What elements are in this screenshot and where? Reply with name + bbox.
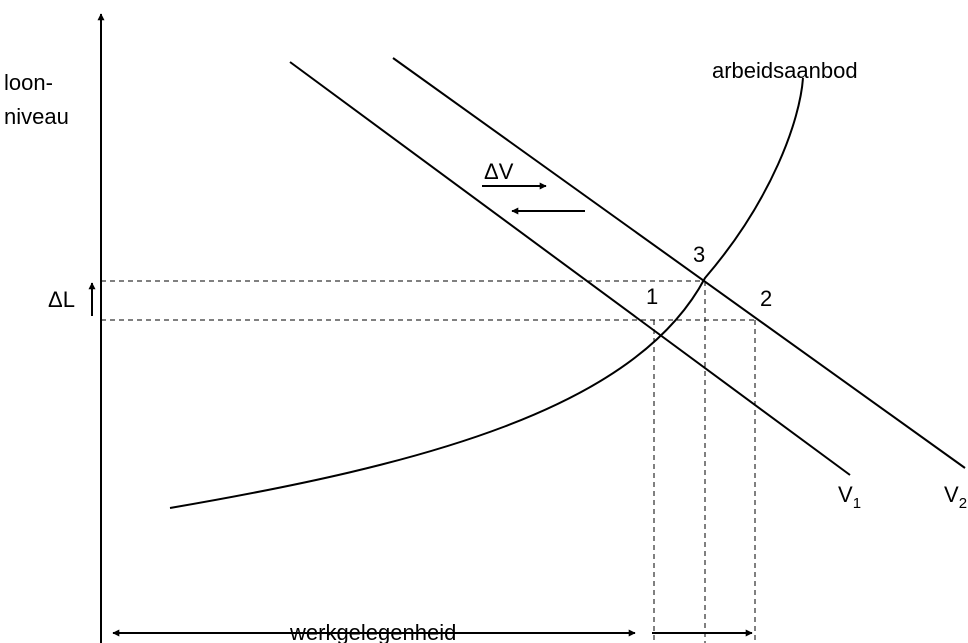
point-label-3: 3 — [693, 242, 705, 267]
y-axis-label-line2: niveau — [4, 104, 69, 129]
supply-curve — [169, 77, 804, 509]
demand-curve-v2-name: V — [944, 482, 959, 507]
y-axis-label-line1: loon- — [4, 70, 53, 95]
point-label-2: 2 — [760, 286, 772, 311]
x-axis-label: werkgelegenheid — [289, 620, 456, 643]
demand-curve-v2-label: V2 — [944, 482, 967, 512]
demand-curve-v2 — [392, 57, 966, 469]
demand-curve-v1-subscript: 1 — [853, 495, 861, 512]
demand-curve-v1-name: V — [838, 482, 853, 507]
supply-curve-label: arbeidsaanbod — [712, 58, 858, 83]
demand-curve-v2-subscript: 2 — [959, 495, 967, 512]
wage-change-label: ΔL — [48, 287, 75, 312]
demand-shift-label: ΔV — [484, 159, 514, 184]
point-label-1: 1 — [646, 284, 658, 309]
demand-curve-v1 — [289, 61, 851, 476]
demand-curve-v1-label: V1 — [838, 482, 861, 512]
